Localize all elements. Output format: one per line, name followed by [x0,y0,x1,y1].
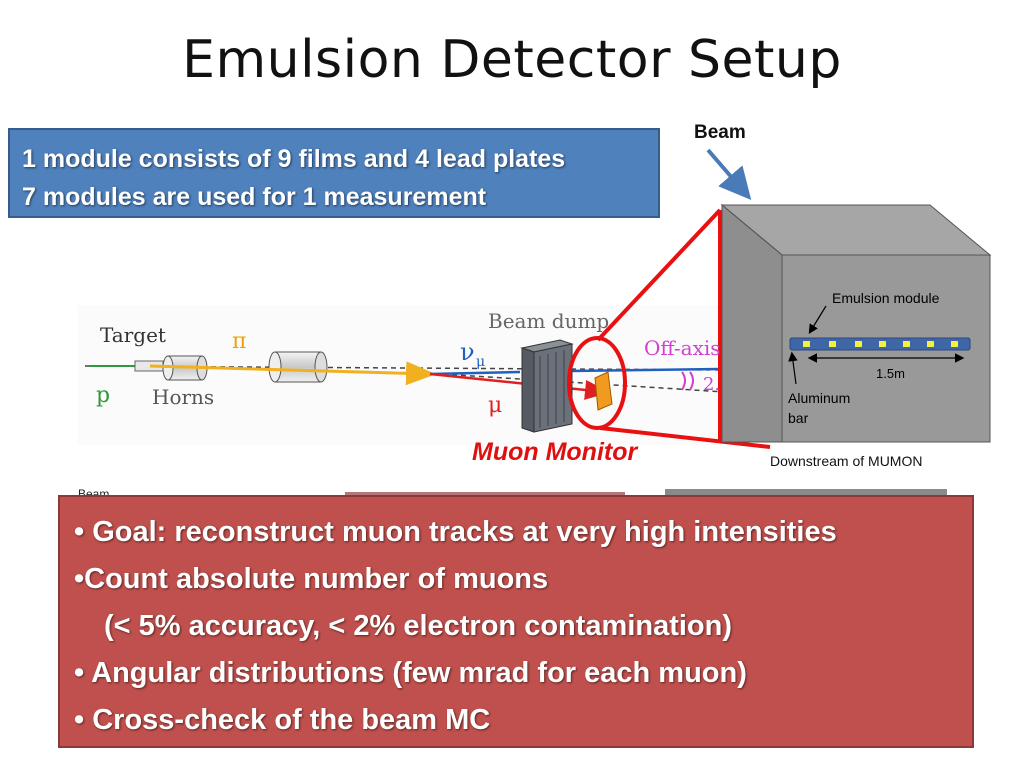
horn-2-icon [268,351,328,383]
zoom-line-top [596,208,722,342]
emulsion-pointer [808,305,827,335]
goal-item-1: • Goal: reconstruct muon tracks at very … [74,516,837,548]
neutrino-label: ν [460,338,475,366]
neutrino-subscript: μ [476,354,485,370]
emulsion-module-label: Emulsion module [832,290,940,306]
module-info-box: 1 module consists of 9 films and 4 lead … [8,128,660,218]
off-axis-bracket-1 [681,371,686,391]
aluminum-label-line-1: Aluminum [788,390,851,406]
muon-track [429,372,610,400]
aluminum-label-line-2: bar [788,410,809,426]
beam-arrow-icon [706,148,752,201]
proton-label: p [96,383,110,408]
emulsion-modules [803,341,958,347]
muon-monitor-highlight [567,336,627,430]
horns-label: Horns [152,385,214,409]
neutrino-track-upstream [429,370,521,376]
emulsion-chamber-box [720,203,992,443]
aluminum-pointer [788,351,798,385]
neutrino-track-downstream [569,367,721,373]
background-photo-strip-2 [665,489,947,499]
zoom-line-bottom [599,426,771,449]
page-title: Emulsion Detector Setup [182,30,842,90]
goal-item-3: • Angular distributions (few mrad for ea… [74,657,747,689]
module-info-line-2: 7 modules are used for 1 measurement [22,183,487,211]
muon-label: μ [488,393,502,418]
module-info-line-1: 1 module consists of 9 films and 4 lead … [22,145,566,173]
beam-dump-label: Beam dump [488,309,609,333]
off-axis-label: Off-axis [644,336,721,360]
goal-item-2: •Count absolute number of muons [74,563,549,595]
off-axis-angle: 2. [703,374,720,395]
target-label: Target [100,323,166,347]
goal-item-2-detail: (< 5% accuracy, < 2% electron contaminat… [104,610,733,642]
beam-label: Beam [694,122,746,143]
muon-monitor-icon [594,371,613,411]
beam-dump-icon [520,339,574,433]
goal-item-4: • Cross-check of the beam MC [74,704,491,736]
distance-label: 1.5m [876,366,905,381]
muon-monitor-label: Muon Monitor [472,438,638,466]
pion-track [149,361,436,386]
aluminum-bar-label: Aluminum bar [788,388,850,428]
downstream-caption: Downstream of MUMON [770,453,923,469]
goals-box: • Goal: reconstruct muon tracks at very … [58,495,974,748]
pion-label: π [232,329,246,354]
off-axis-bracket-2 [689,371,694,391]
